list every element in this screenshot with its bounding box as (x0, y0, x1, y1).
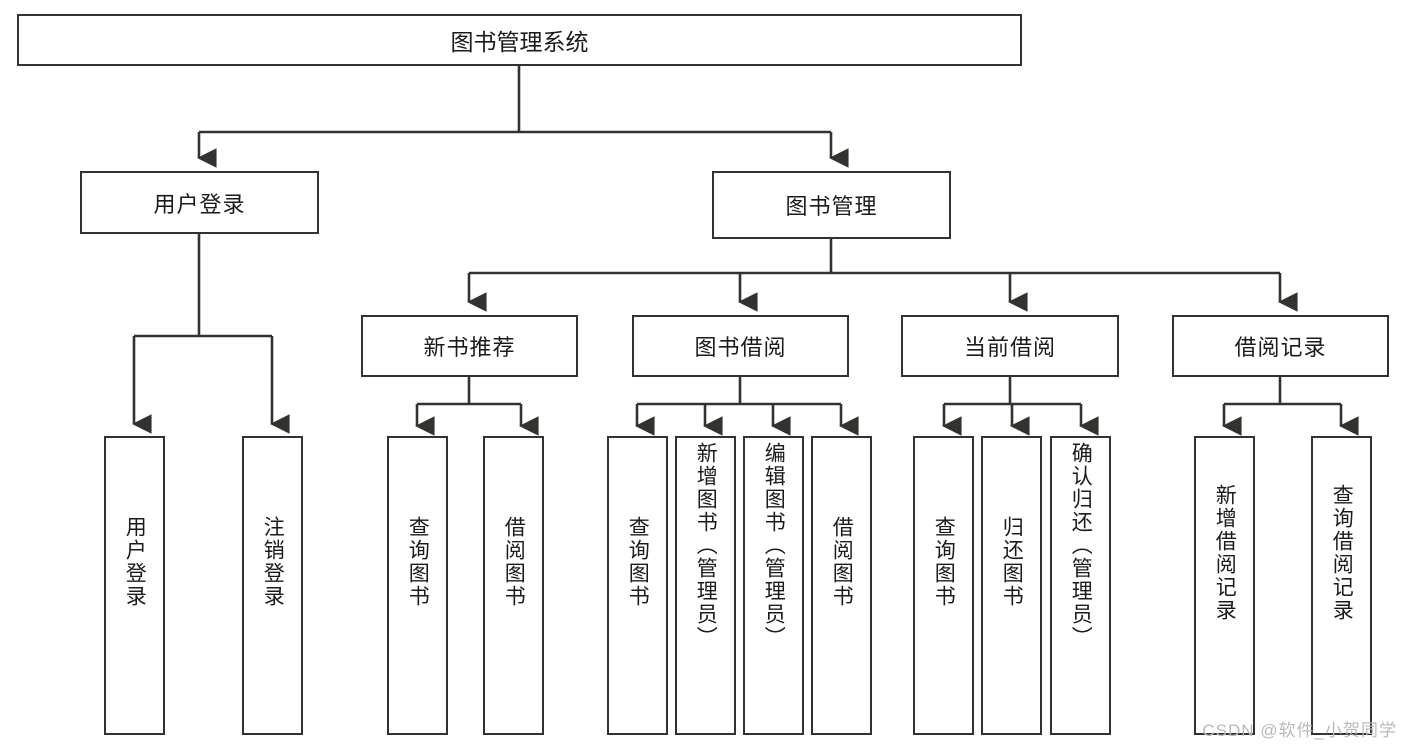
node-current-borrow[interactable]: 当前借阅 (901, 315, 1119, 377)
leaf-label: 借阅图书 (830, 516, 854, 608)
leaf-records-add-record[interactable]: 新增借阅记录 (1194, 436, 1255, 735)
leaf-label: 编辑图书（管理员） (762, 442, 786, 649)
node-label: 图书借阅 (694, 335, 787, 360)
node-borrow-records[interactable]: 借阅记录 (1172, 315, 1389, 377)
node-user-login[interactable]: 用户登录 (80, 171, 319, 234)
node-root-system[interactable]: 图书管理系统 (17, 14, 1022, 66)
node-label: 新书推荐 (423, 335, 516, 360)
leaf-label: 新增图书（管理员） (694, 442, 718, 649)
leaf-new-book-borrow[interactable]: 借阅图书 (483, 436, 544, 735)
leaf-borrow-add-book-admin[interactable]: 新增图书（管理员） (675, 436, 736, 735)
node-label: 图书管理系统 (450, 29, 589, 55)
node-label: 当前借阅 (963, 335, 1056, 360)
node-label: 借阅记录 (1234, 335, 1327, 360)
node-book-management[interactable]: 图书管理 (712, 171, 951, 239)
leaf-new-book-query[interactable]: 查询图书 (387, 436, 448, 735)
leaf-label: 注销登录 (261, 516, 285, 608)
node-label: 图书管理 (785, 194, 878, 219)
leaf-borrow-query-book[interactable]: 查询图书 (607, 436, 668, 735)
leaf-label: 借阅图书 (502, 516, 526, 608)
leaf-user-login-logout[interactable]: 注销登录 (242, 436, 303, 735)
leaf-current-confirm-return-admin[interactable]: 确认归还（管理员） (1050, 436, 1111, 735)
leaf-label: 新增借阅记录 (1213, 484, 1237, 622)
node-new-book-recommend[interactable]: 新书推荐 (361, 315, 578, 377)
leaf-records-query-record[interactable]: 查询借阅记录 (1311, 436, 1372, 735)
leaf-label: 确认归还（管理员） (1069, 442, 1093, 649)
leaf-label: 用户登录 (123, 516, 147, 608)
node-label: 用户登录 (153, 191, 246, 217)
leaf-label: 查询图书 (626, 516, 650, 608)
watermark: CSDN @软件_小贺同学 (1202, 721, 1397, 740)
leaf-label: 归还图书 (1000, 516, 1024, 608)
leaf-label: 查询图书 (406, 516, 430, 608)
leaf-user-login-login[interactable]: 用户登录 (104, 436, 165, 735)
leaf-current-query-book[interactable]: 查询图书 (913, 436, 974, 735)
node-book-borrow[interactable]: 图书借阅 (632, 315, 849, 377)
leaf-current-return-book[interactable]: 归还图书 (981, 436, 1042, 735)
leaf-borrow-edit-book-admin[interactable]: 编辑图书（管理员） (743, 436, 804, 735)
leaf-label: 查询借阅记录 (1330, 484, 1354, 622)
leaf-label: 查询图书 (932, 516, 956, 608)
leaf-borrow-borrow-book[interactable]: 借阅图书 (811, 436, 872, 735)
